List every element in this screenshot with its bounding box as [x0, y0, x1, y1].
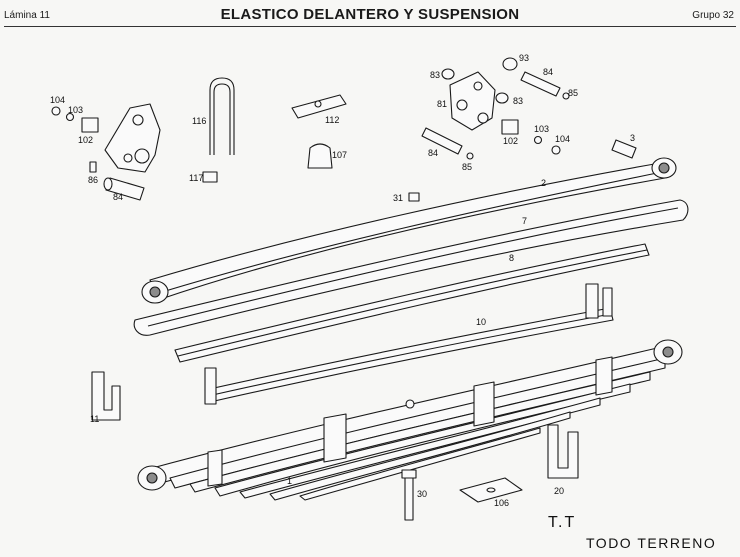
u-bolt-116 [209, 77, 235, 155]
pin-84-right [520, 71, 561, 97]
label-84: 84 [428, 148, 438, 158]
page-title: ELASTICO DELANTERO Y SUSPENSION [220, 6, 520, 23]
center-bolt-30 [401, 469, 417, 521]
page-header: Lámina 11 ELASTICO DELANTERO Y SUSPENSIO… [0, 0, 740, 28]
leaf-spring-10 [204, 283, 614, 405]
label-83: 83 [513, 96, 523, 106]
leaf-spring-pack-1 [137, 339, 683, 501]
model-mark: T.T [548, 514, 576, 531]
nut-117 [202, 171, 218, 183]
label-8: 8 [509, 253, 514, 263]
bushing-83-b [495, 92, 509, 104]
plate-106 [459, 477, 523, 503]
label-104: 104 [555, 134, 570, 144]
bushing-112 [291, 94, 347, 119]
grease-85-b [466, 152, 474, 160]
label-103: 103 [534, 124, 549, 134]
model-name: TODO TERRENO [586, 535, 716, 551]
label-10: 10 [476, 317, 486, 327]
washer-93 [502, 57, 518, 71]
label-93: 93 [519, 53, 529, 63]
label-107: 107 [332, 150, 347, 160]
label-85: 85 [462, 162, 472, 172]
plate-102-left [81, 117, 99, 133]
label-81: 81 [437, 99, 447, 109]
label-3: 3 [630, 133, 635, 143]
label-117: 117 [189, 173, 203, 183]
label-112: 112 [325, 115, 339, 125]
front-bracket [104, 103, 161, 173]
label-7: 7 [522, 216, 527, 226]
bump-stop-107 [307, 143, 333, 169]
label-102: 102 [503, 136, 518, 146]
group-number: Grupo 32 [692, 10, 734, 21]
grease-85-a [562, 92, 570, 100]
label-104: 104 [50, 95, 65, 105]
header-rule [4, 26, 736, 27]
label-84: 84 [113, 192, 123, 202]
sheet-number: Lámina 11 [4, 10, 50, 21]
label-84: 84 [543, 67, 553, 77]
label-102: 102 [78, 135, 93, 145]
nut-103-right [533, 135, 543, 145]
label-86: 86 [88, 175, 98, 185]
label-116: 116 [192, 116, 206, 126]
nut-31 [408, 192, 420, 202]
bushing-83-a [441, 68, 455, 80]
label-31: 31 [393, 193, 403, 203]
bushing-3 [611, 139, 637, 159]
label-1: 1 [287, 476, 292, 486]
leaf-spring-2 [141, 157, 677, 304]
label-85: 85 [568, 88, 578, 98]
label-11: 11 [90, 414, 99, 424]
washer-104-left [51, 106, 61, 116]
label-83: 83 [430, 70, 440, 80]
pin-84-left [103, 177, 145, 201]
label-2: 2 [541, 178, 546, 188]
label-103: 103 [68, 105, 83, 115]
pin-84-lower [421, 127, 463, 155]
plate-102-right [501, 119, 519, 135]
leaf-spring-8 [174, 243, 650, 363]
shackle-81 [449, 71, 496, 131]
bolt-86 [89, 161, 97, 173]
label-30: 30 [417, 489, 427, 499]
leaf-spring-7 [133, 199, 689, 336]
washer-104-right [551, 145, 561, 155]
spring-clip-11 [91, 371, 121, 421]
nut-103-left [65, 112, 75, 122]
label-106: 106 [494, 498, 509, 508]
label-20: 20 [554, 486, 564, 496]
spring-clip-20 [547, 424, 579, 479]
